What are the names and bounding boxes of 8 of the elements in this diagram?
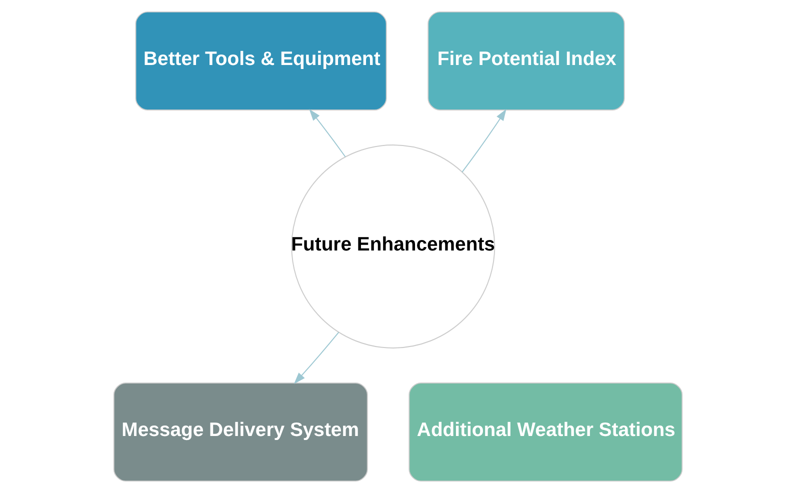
- node-circle: Future Enhancements: [291, 144, 496, 348]
- arrow: [294, 332, 340, 384]
- node-box: Better Tools & Equipment: [135, 11, 387, 111]
- node-box: Message Delivery System: [113, 382, 368, 482]
- node-box: Fire Potential Index: [428, 11, 625, 111]
- node-box: Additional Weather Stations: [408, 382, 683, 482]
- arrow: [309, 109, 346, 158]
- arrow: [462, 108, 506, 173]
